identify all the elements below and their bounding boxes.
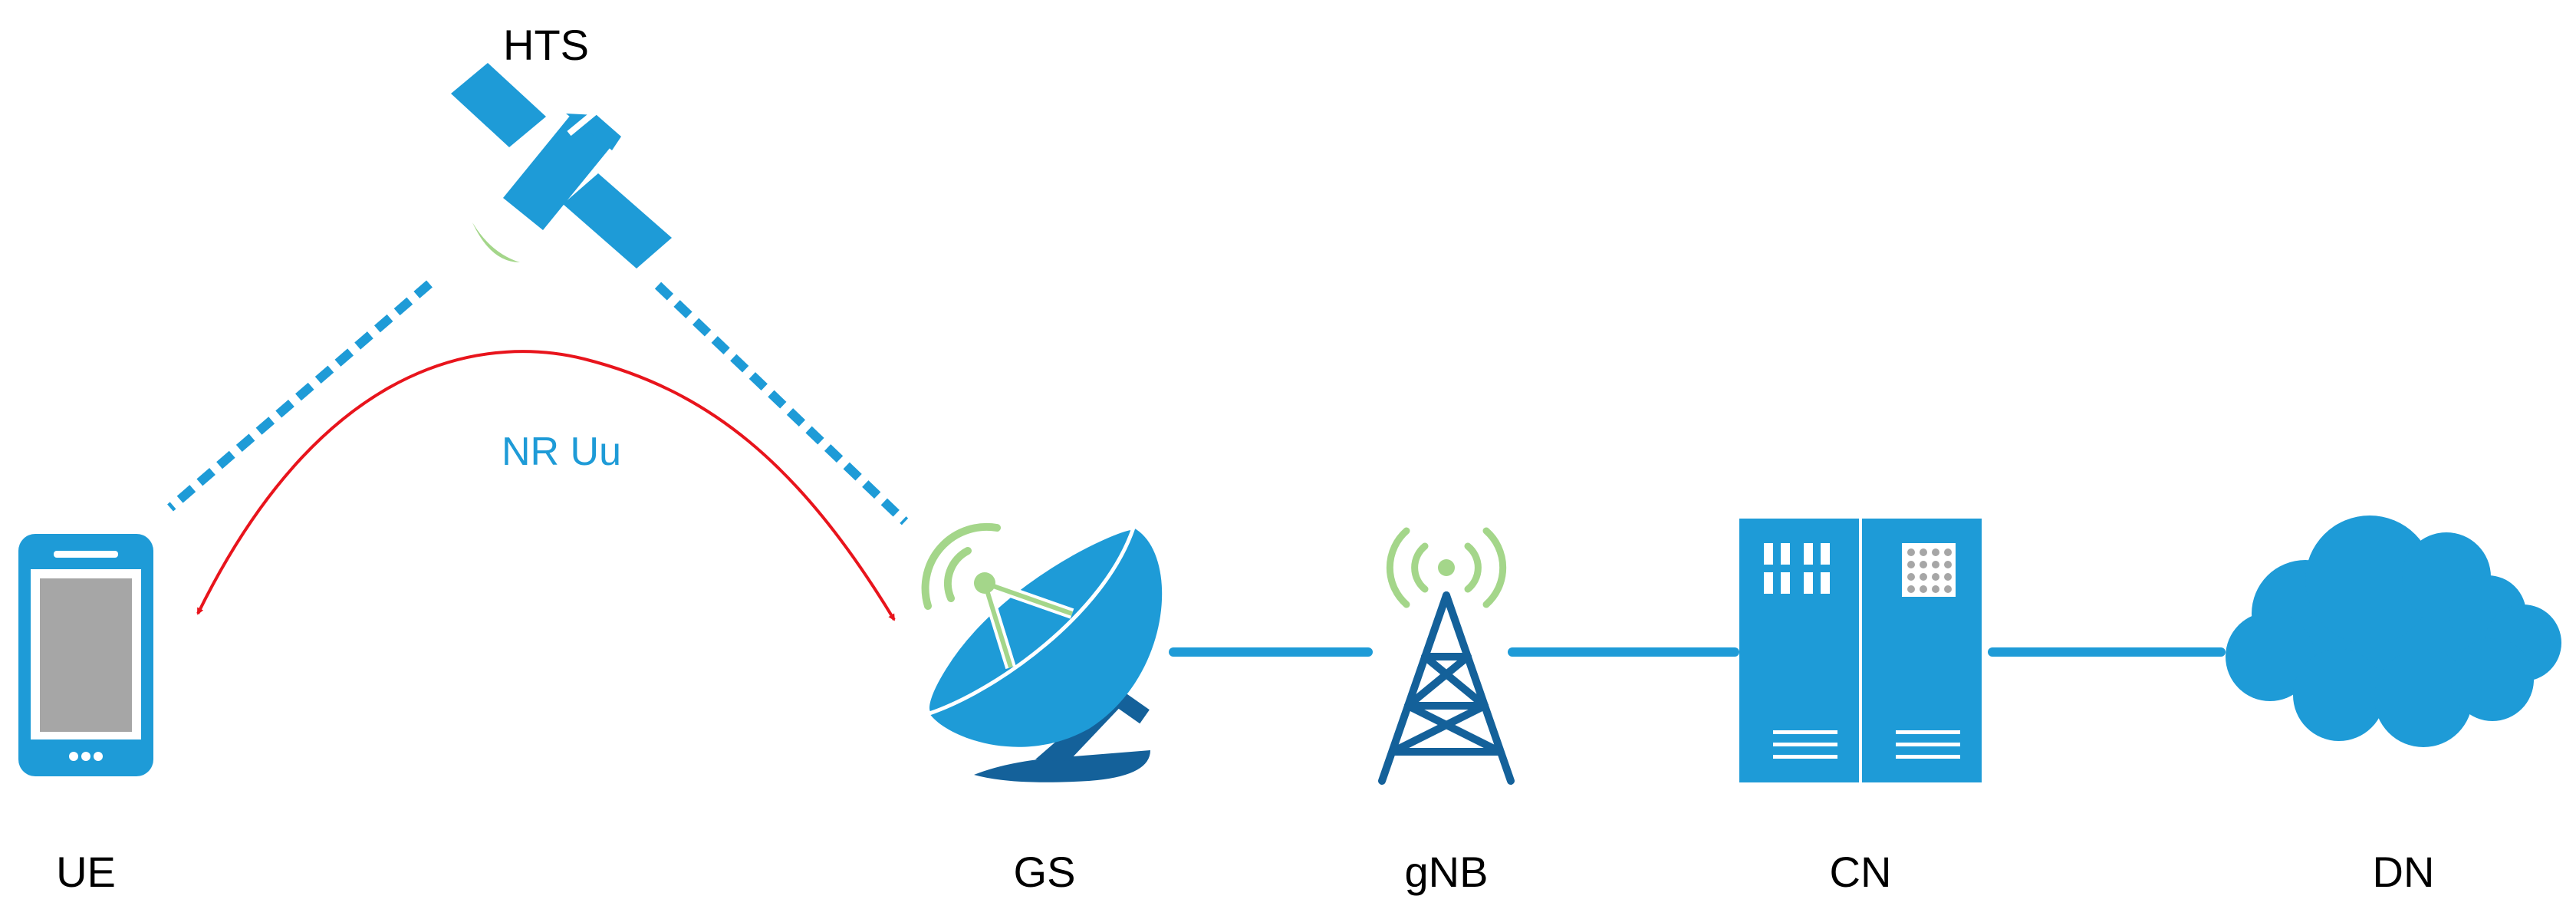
satellite-icon	[451, 63, 672, 268]
satellite-ue-link	[167, 280, 433, 512]
satellite-label: HTS	[503, 21, 589, 69]
nr-uu-label: NR Uu	[502, 430, 621, 474]
cn-label: CN	[1830, 848, 1892, 896]
cloud-icon	[2226, 515, 2561, 747]
cell-tower-icon	[1378, 527, 1515, 785]
dn-label: DN	[2373, 848, 2435, 896]
satellite-gs-link	[654, 282, 909, 525]
satellite-dish-icon	[921, 522, 1163, 782]
ue-label: UE	[56, 848, 116, 896]
gnb-label: gNB	[1405, 848, 1489, 896]
nr-uu-arrow	[196, 350, 896, 621]
server-rack-icon	[1739, 519, 1982, 782]
smartphone-icon	[18, 534, 153, 776]
gs-label: GS	[1014, 848, 1076, 896]
